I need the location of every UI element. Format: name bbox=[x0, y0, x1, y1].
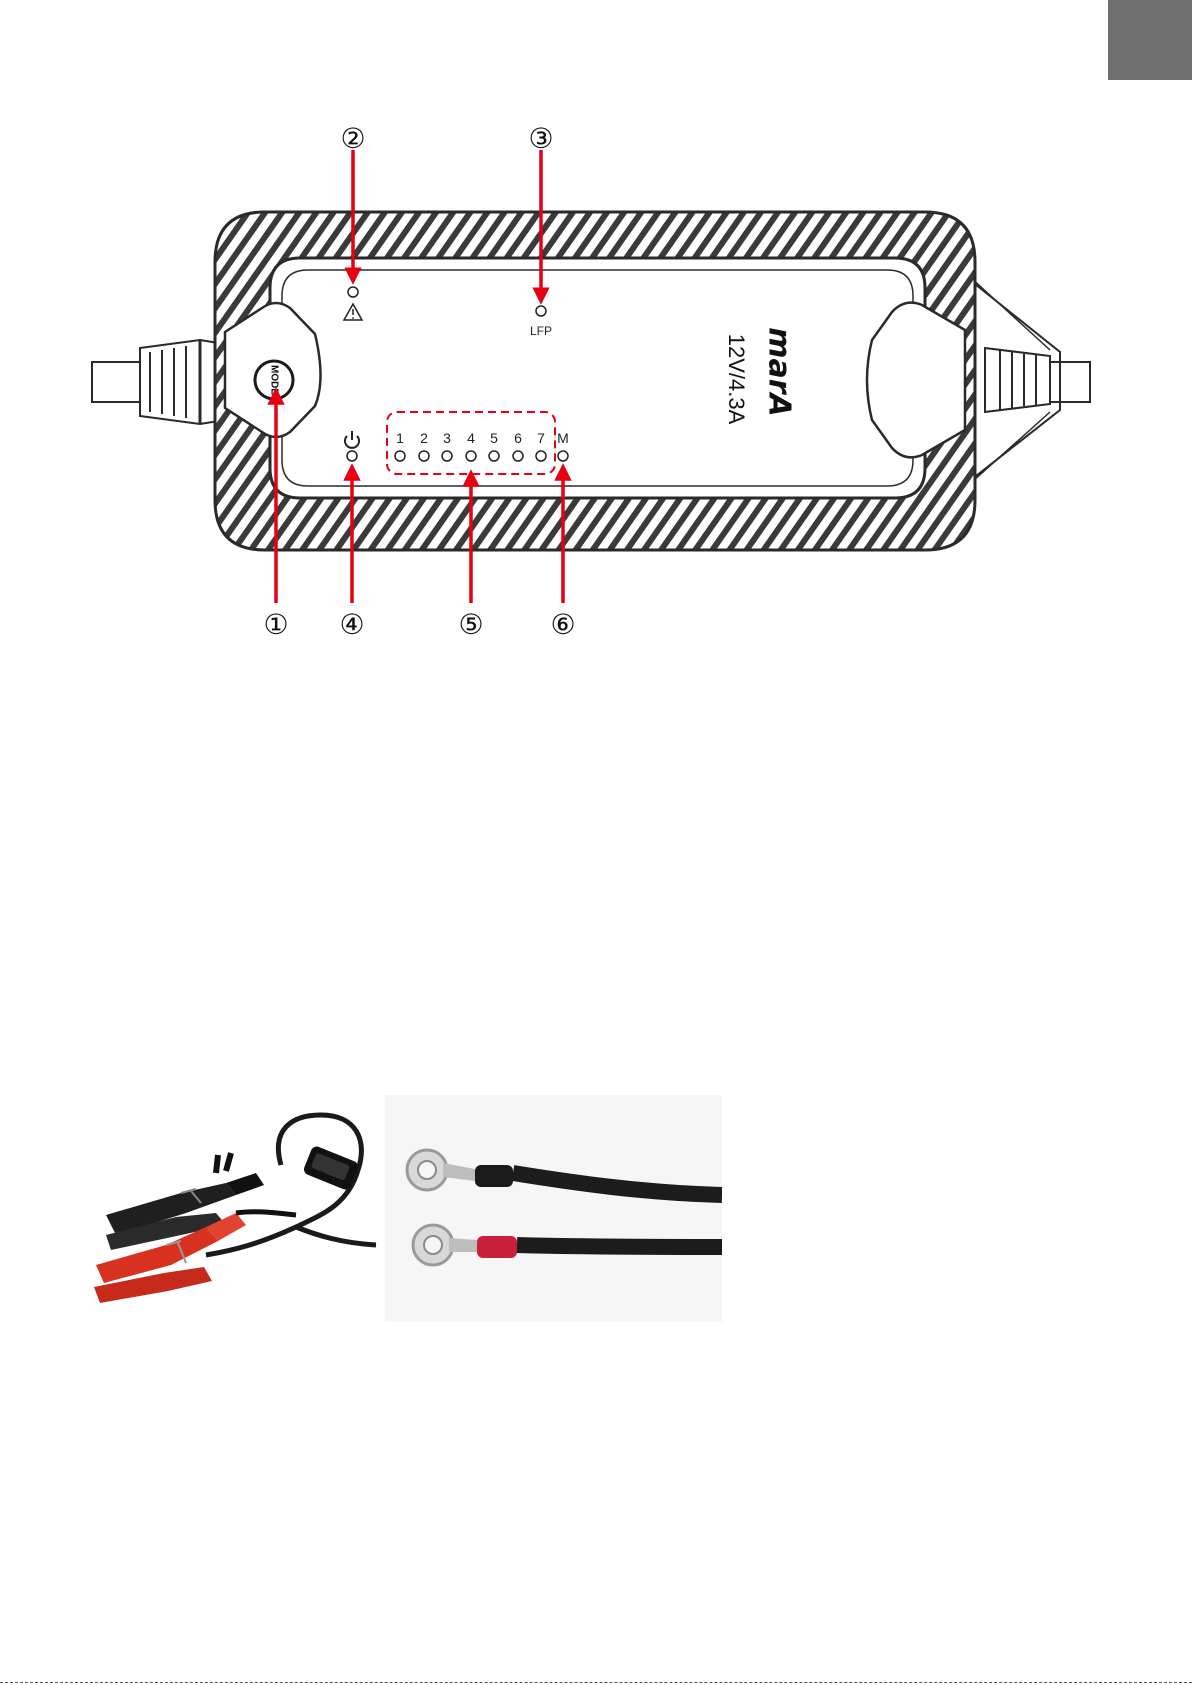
callout-6: ⑥ bbox=[550, 608, 575, 641]
program-number: 4 bbox=[467, 430, 475, 446]
charger-diagram: MODE LFP 1 2 3 4 5 6 7 M marA 12V/4.3A bbox=[0, 100, 1192, 660]
program-led bbox=[419, 451, 429, 461]
mode-button-label: MODE bbox=[268, 365, 279, 395]
callout-1: ① bbox=[263, 608, 288, 641]
brand-logo: marA bbox=[762, 327, 797, 417]
program-led bbox=[513, 451, 523, 461]
program-number: 5 bbox=[490, 430, 498, 446]
black-clamp-icon bbox=[106, 1153, 264, 1250]
callout-2: ② bbox=[340, 122, 365, 155]
charger-body bbox=[215, 212, 975, 550]
program-led bbox=[466, 451, 476, 461]
power-led bbox=[347, 451, 357, 461]
mode-indicator-led bbox=[558, 451, 568, 461]
callout-3: ③ bbox=[528, 122, 553, 155]
program-number: 3 bbox=[443, 430, 451, 446]
program-number: 6 bbox=[514, 430, 522, 446]
rating-label: 12V/4.3A bbox=[724, 334, 749, 425]
mode-indicator-label: M bbox=[557, 430, 569, 446]
program-led bbox=[536, 451, 546, 461]
program-number: 1 bbox=[396, 430, 404, 446]
program-led bbox=[489, 451, 499, 461]
page-bottom-rule bbox=[0, 1682, 1192, 1683]
ring-terminal-photo bbox=[385, 1095, 722, 1322]
callout-4: ④ bbox=[339, 608, 364, 641]
page-corner-tab bbox=[1108, 0, 1192, 80]
left-cable bbox=[92, 340, 225, 424]
lfp-led bbox=[536, 306, 546, 316]
program-led bbox=[442, 451, 452, 461]
program-led bbox=[395, 451, 405, 461]
clamp-cable-photo bbox=[86, 1095, 384, 1322]
lfp-label: LFP bbox=[530, 324, 552, 338]
program-number: 2 bbox=[420, 430, 428, 446]
error-led bbox=[348, 287, 358, 297]
callout-5: ⑤ bbox=[458, 608, 483, 641]
program-number: 7 bbox=[537, 430, 545, 446]
